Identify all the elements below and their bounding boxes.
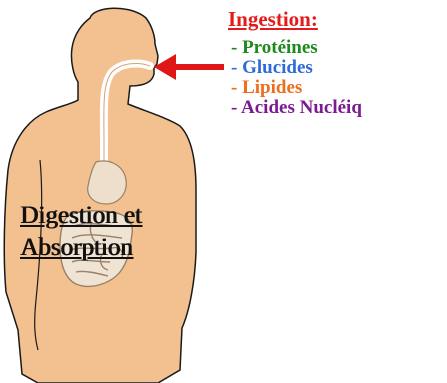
nutrient-lipids: - Lipides bbox=[231, 78, 302, 97]
nutrient-nucleic-acids: - Acides Nucléiq bbox=[231, 98, 362, 117]
stomach bbox=[88, 161, 127, 204]
digestion-label-line1: Digestion et bbox=[20, 200, 142, 232]
ingestion-title: Ingestion: bbox=[228, 8, 318, 30]
nutrient-carbohydrates: - Glucides bbox=[231, 58, 313, 77]
nutrient-proteins: - Protéines bbox=[231, 38, 318, 57]
ingestion-arrow bbox=[154, 54, 224, 80]
digestion-absorption-label: Digestion et Absorption bbox=[20, 200, 142, 264]
digestion-label-line2: Absorption bbox=[20, 232, 142, 264]
